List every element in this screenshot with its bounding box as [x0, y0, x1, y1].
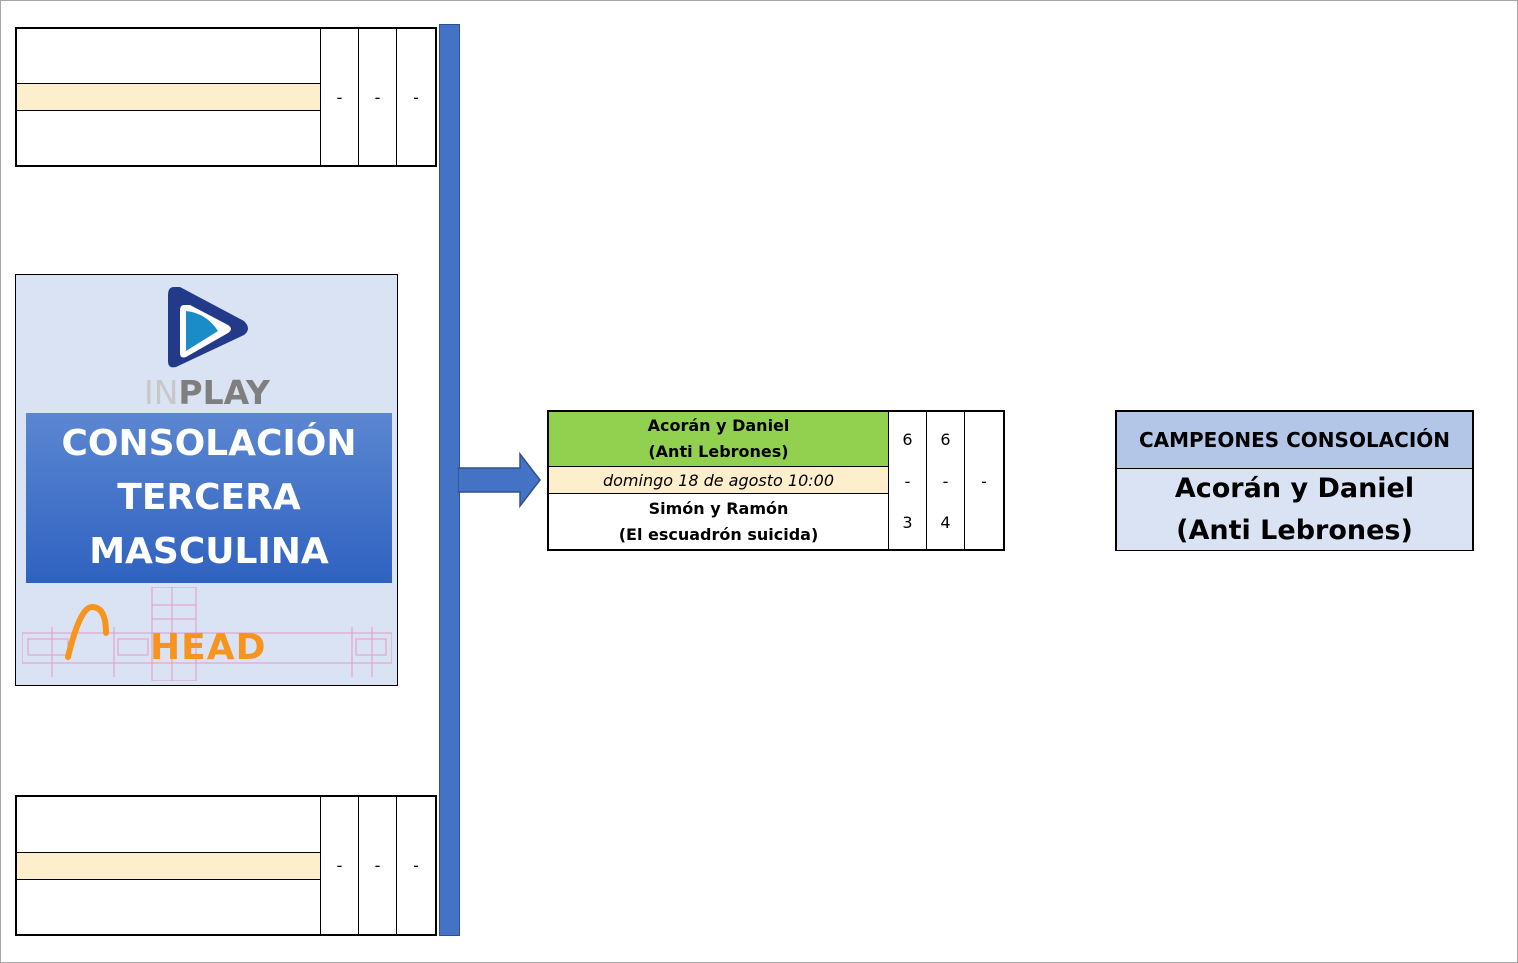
set1-mark: -	[904, 471, 911, 491]
title-line-1: CONSOLACIÓN	[61, 423, 357, 464]
set3-team2-score	[965, 495, 1003, 549]
champions-header: CAMPEONES CONSOLACIÓN	[1117, 412, 1472, 469]
set-mark: -	[374, 87, 381, 107]
set-mark: -	[336, 87, 343, 107]
head-sponsor-logo: HEAD	[22, 587, 392, 681]
sponsor-text: HEAD	[150, 627, 266, 668]
match-bottom: - - -	[15, 795, 437, 936]
bracket-arrow-icon	[458, 451, 541, 509]
set3-team1-score	[965, 412, 1003, 467]
loser-team-cell[interactable]: Simón y Ramón (El escuadrón suicida)	[618, 498, 819, 544]
set1-team1-score: 6	[902, 430, 913, 449]
champions-box: CAMPEONES CONSOLACIÓN Acorán y Daniel (A…	[1115, 410, 1474, 551]
title-line-3: MASCULINA	[89, 531, 329, 572]
match-final: Acorán y Daniel (Anti Lebrones) domingo …	[547, 410, 1005, 551]
match-top: - - -	[15, 27, 437, 167]
set-mark: -	[413, 87, 419, 107]
set2-team1-score: 6	[940, 430, 951, 449]
brand-bold: PLAY	[178, 373, 270, 412]
date-cell[interactable]: domingo 18 de agosto 10:00	[549, 466, 888, 494]
team1-cell[interactable]	[17, 797, 320, 852]
set-mark: -	[336, 856, 343, 875]
team2-cell[interactable]	[17, 880, 320, 934]
winner-team-cell[interactable]: Acorán y Daniel (Anti Lebrones)	[549, 412, 888, 466]
set2-mark: -	[942, 471, 949, 491]
date-cell[interactable]	[17, 83, 320, 111]
set-mark: -	[413, 856, 419, 875]
champions-winner[interactable]: Acorán y Daniel (Anti Lebrones)	[1117, 469, 1472, 550]
date-cell[interactable]	[17, 852, 320, 880]
tournament-logo-panel: INPLAY CONSOLACIÓN TERCERA MASCULINA HE	[15, 274, 398, 686]
set1-team2-score: 3	[902, 512, 913, 532]
head-logo-icon: HEAD	[22, 587, 392, 681]
set2-team2-score: 4	[940, 512, 951, 532]
brand-light: IN	[144, 373, 179, 412]
set3-mark: -	[981, 471, 987, 491]
play-triangle-icon	[168, 287, 248, 368]
bracket-connector-bar	[439, 24, 460, 936]
team2-cell[interactable]	[17, 111, 320, 165]
division-title-box: CONSOLACIÓN TERCERA MASCULINA	[26, 413, 392, 583]
inplay-wordmark: INPLAY	[144, 373, 270, 413]
team1-cell[interactable]	[17, 29, 320, 83]
title-line-2: TERCERA	[117, 477, 301, 518]
set-mark: -	[374, 856, 381, 875]
